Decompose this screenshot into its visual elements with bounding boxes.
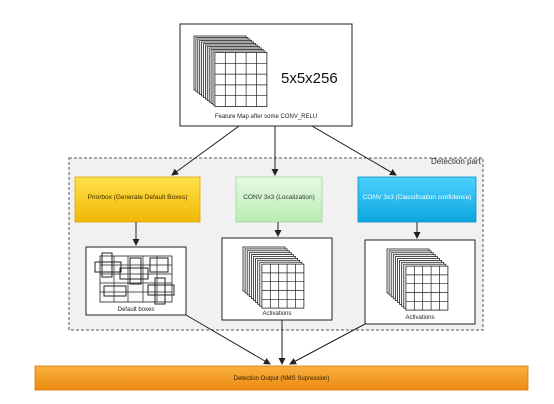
activations-caption-localization: Activations bbox=[262, 311, 292, 317]
priorbox-box bbox=[74, 176, 201, 223]
activations-stack-icon bbox=[386, 248, 449, 311]
conv-classification-label: CONV 3x3 (Classification confidence) bbox=[362, 194, 472, 201]
activations-caption-classification: Activations bbox=[405, 315, 435, 321]
activations-stack-icon bbox=[242, 246, 305, 309]
default-boxes-grid-icon bbox=[94, 252, 175, 305]
feature-map-dimensions: 5x5x256 bbox=[281, 70, 338, 87]
flow-arrows bbox=[132, 125, 421, 365]
arrow-default-boxes-to-output bbox=[185, 314, 271, 365]
arrow-to-classification bbox=[311, 125, 397, 176]
conv-localization-label: CONV 3x3 (Localization) bbox=[243, 194, 315, 201]
feature-map-stack-icon bbox=[193, 35, 268, 107]
detection-part-title: Detection part bbox=[431, 157, 481, 166]
detection-output-label: Detection Output (NMS Supression) bbox=[233, 376, 330, 382]
stack-layer bbox=[405, 265, 449, 311]
stack-layer bbox=[261, 263, 305, 309]
stack-layer bbox=[214, 52, 268, 107]
conv-localization-box bbox=[235, 176, 323, 223]
conv-classification-box bbox=[357, 176, 477, 223]
feature-map-caption: Feature Map after some CONV_RELU bbox=[214, 114, 318, 120]
default-boxes-caption: Default boxes bbox=[117, 307, 155, 313]
arrow-to-priorbox bbox=[171, 125, 240, 176]
arrow-activations2-to-output bbox=[289, 323, 366, 365]
priorbox-label: Priorbox (Generate Default Boxes) bbox=[87, 194, 188, 201]
detection-output-bar bbox=[34, 365, 529, 391]
